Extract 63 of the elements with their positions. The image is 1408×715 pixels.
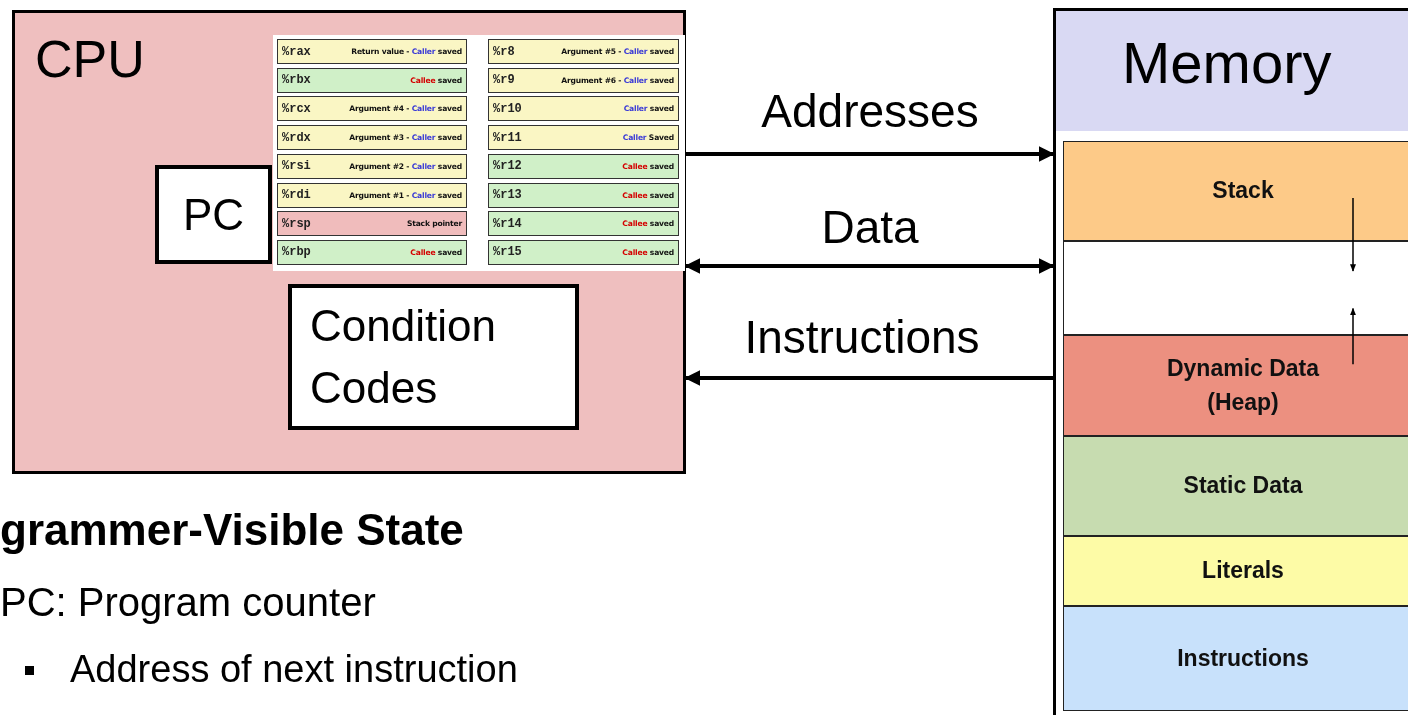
heading: grammer-Visible State: [0, 505, 464, 555]
register-row: [277, 211, 467, 237]
register-row: [488, 96, 679, 122]
edge-label: Addresses: [761, 84, 979, 138]
register-name: %r8: [493, 44, 515, 59]
arrow: [684, 370, 1053, 386]
register-row: [488, 39, 679, 64]
arrow: [1350, 307, 1356, 366]
register-row: [277, 67, 467, 93]
register-row: [277, 125, 467, 151]
register-name: %rdx: [282, 130, 311, 145]
cpu-label: CPU: [35, 29, 145, 89]
memory-segment: [1063, 141, 1408, 241]
cpu-box: [12, 10, 686, 474]
arrow: [1350, 197, 1356, 272]
register-row: [488, 211, 679, 237]
register-name: %rbp: [282, 245, 311, 260]
memory-label: Memory: [1122, 29, 1332, 96]
pc-label: PC: [182, 188, 245, 241]
register-name: %r14: [493, 216, 522, 231]
segment-label: Dynamic Data (Heap): [1165, 354, 1321, 417]
register-name: %rbx: [282, 73, 311, 88]
register-row: [488, 67, 679, 93]
register-row: [277, 153, 467, 179]
segment-label: Literals: [1202, 556, 1284, 586]
register-name: %r13: [493, 188, 522, 202]
register-name: %rcx: [282, 101, 311, 116]
memory-segment: [1063, 436, 1408, 536]
edge-label: Data: [821, 200, 919, 254]
register-row: [277, 182, 467, 208]
list-item: PC: Program counter: [0, 580, 376, 625]
register-name: %rax: [282, 44, 311, 59]
memory-segment: [1063, 335, 1408, 436]
edge-label: Instructions: [744, 310, 980, 364]
pc-box: [155, 165, 272, 264]
register-name: %r10: [493, 101, 522, 116]
segment-label: Static Data: [1183, 471, 1303, 501]
register-name: %r12: [493, 159, 522, 174]
register-name: %r9: [493, 73, 515, 88]
register-row: [277, 39, 467, 64]
segment-label: Stack: [1212, 176, 1274, 206]
condition-codes-box: [288, 284, 579, 430]
free-memory-segment: [1063, 241, 1408, 335]
segment-label: Instructions: [1177, 643, 1309, 673]
register-row: [488, 182, 679, 208]
arrow: [686, 146, 1055, 162]
memory-box: [1053, 8, 1408, 715]
register-row: [277, 239, 467, 265]
arrow: [684, 258, 1055, 274]
register-name: %r11: [493, 130, 522, 145]
register-row: [488, 239, 679, 265]
register-row: [277, 96, 467, 122]
register-name: %rdi: [282, 188, 311, 202]
memory-segment: [1063, 606, 1408, 711]
register-name: %rsi: [282, 159, 311, 174]
condition-codes-label: Condition Codes: [310, 300, 497, 414]
register-name: %rsp: [282, 216, 311, 231]
register-table-panel: [273, 35, 685, 271]
register-row: [488, 125, 679, 151]
memory-segment: [1063, 536, 1408, 606]
register-row: [488, 153, 679, 179]
sub-list-item: Address of next instruction: [70, 648, 518, 691]
register-name: %r15: [493, 245, 522, 260]
